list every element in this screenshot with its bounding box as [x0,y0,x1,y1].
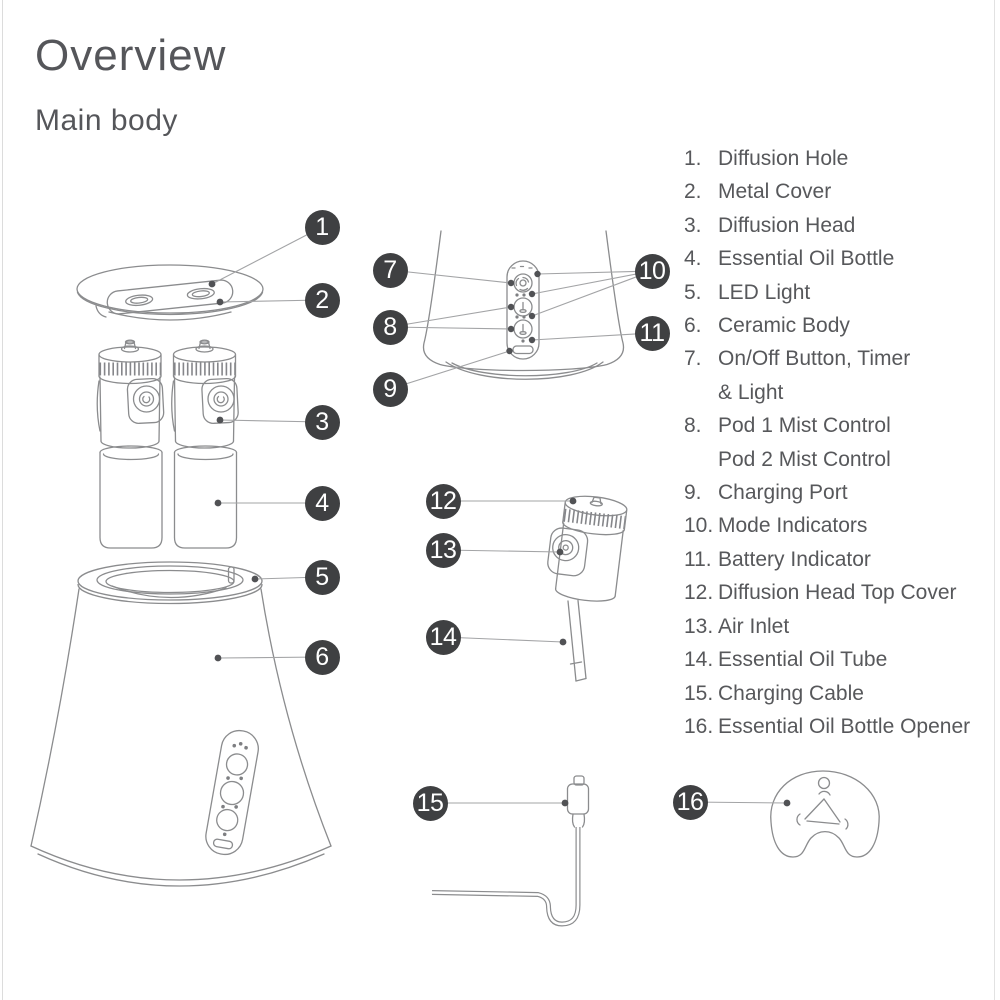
legend-line: LED Light [718,280,811,304]
legend-item-text: Ceramic Body [718,309,850,342]
legend-item-number: 5. [684,280,702,304]
legend-item-text: Mode Indicators [718,509,867,542]
legend-item: 15. Charging Cable [684,677,994,710]
callout-badge-12: 12 [425,483,461,519]
parts-legend: 1. Diffusion Hole 2. Metal Cover 3. Diff… [684,142,994,743]
legend-item-text: Charging Port [718,476,848,509]
legend-line: Charging Port [718,481,848,505]
callout-badge-14: 14 [425,619,461,655]
legend-item-text: Essential Oil Bottle [718,242,894,275]
legend-item-number: 15. [684,681,714,705]
legend-line: Pod 2 Mist Control [718,447,891,471]
legend-item: 14. Essential Oil Tube [684,643,994,676]
page-left-edge [2,0,3,1000]
legend-line: Pod 1 Mist Control [718,414,891,438]
exploded-view-diagram [30,264,332,887]
legend-item: 3. Diffusion Head [684,209,994,242]
legend-item: 1. Diffusion Hole [684,142,994,175]
bottle-opener-diagram [770,770,880,858]
legend-line: Essential Oil Bottle Opener [718,714,971,738]
callout-badge-9: 9 [372,371,408,407]
legend-item: 16. Essential Oil Bottle Opener [684,710,994,743]
callout-badge-8: 8 [372,309,408,345]
legend-item-text: Diffusion Head [718,209,855,242]
legend-item-number: 12. [684,581,714,605]
legend-item-number: 7. [684,347,702,371]
legend-item-text: Air Inlet [718,610,789,643]
legend-line: Ceramic Body [718,314,850,338]
legend-item-text: Battery Indicator [718,543,871,576]
legend-item: 12. Diffusion Head Top Cover [684,576,994,609]
callout-badge-15: 15 [412,785,448,821]
legend-item-number: 6. [684,314,702,338]
callout-badge-2: 2 [304,282,340,318]
legend-line: On/Off Button, Timer [718,347,911,371]
legend-item-number: 16. [684,714,714,738]
legend-item-number: 13. [684,614,714,638]
legend-line: Diffusion Head Top Cover [718,581,957,605]
legend-item: 10. Mode Indicators [684,509,994,542]
callout-badge-1: 1 [304,209,340,245]
legend-line: Metal Cover [718,180,832,204]
control-panel-detail-diagram [422,230,625,380]
legend-item-number: 4. [684,247,702,271]
page-title: Overview [35,31,227,80]
callout-badge-4: 4 [304,485,340,521]
callout-badge-16: 16 [672,784,708,820]
callout-badge-11: 11 [634,315,670,351]
legend-item: 11. Battery Indicator [684,543,994,576]
legend-item-number: 11. [684,547,712,571]
legend-item: 7. On/Off Button, Timer & Light [684,342,994,409]
legend-item: 4. Essential Oil Bottle [684,242,994,275]
legend-item-number: 10. [684,514,714,538]
charging-cable-diagram [431,775,590,927]
diffusion-head-detail-diagram [547,495,628,682]
callout-badge-5: 5 [304,559,340,595]
legend-item-text: Charging Cable [718,677,864,710]
legend-item-number: 3. [684,213,702,237]
legend-line: Air Inlet [718,614,790,638]
legend-item-number: 8. [684,414,702,438]
legend-line: Battery Indicator [718,547,871,571]
legend-item: 2. Metal Cover [684,175,994,208]
legend-item-number: 2. [684,180,702,204]
callout-badge-7: 7 [372,252,408,288]
page-right-edge [994,0,995,1000]
legend-item-text: Diffusion Hole [718,142,848,175]
callout-badge-3: 3 [304,404,340,440]
legend-item-text: On/Off Button, Timer & Light [718,342,910,409]
legend-item: 5. LED Light [684,276,994,309]
legend-item-text: Essential Oil Bottle Opener [718,710,970,743]
legend-item: 6. Ceramic Body [684,309,994,342]
section-title: Main body [35,104,178,137]
legend-item: 9. Charging Port [684,476,994,509]
body-control-panel [205,729,259,856]
callout-badge-13: 13 [425,532,461,568]
legend-item-text: LED Light [718,276,810,309]
legend-line: Charging Cable [718,681,864,705]
legend-line: Essential Oil Tube [718,648,888,672]
legend-line: Diffusion Head [718,213,856,237]
legend-item-text: Essential Oil Tube [718,643,887,676]
legend-item-text: Diffusion Head Top Cover [718,576,957,609]
legend-line: Diffusion Hole [718,147,849,170]
callout-badge-6: 6 [304,639,340,675]
diffusion-head-and-bottle [96,339,165,549]
legend-line: Essential Oil Bottle [718,247,895,271]
legend-item-number: 9. [684,481,702,505]
legend-item-number: 1. [684,147,702,170]
legend-item: 13. Air Inlet [684,610,994,643]
legend-item-text: Metal Cover [718,175,831,208]
legend-item-number: 14. [684,648,714,672]
legend-line: Mode Indicators [718,514,868,538]
callout-badge-10: 10 [634,253,670,289]
legend-line: & Light [718,380,784,404]
